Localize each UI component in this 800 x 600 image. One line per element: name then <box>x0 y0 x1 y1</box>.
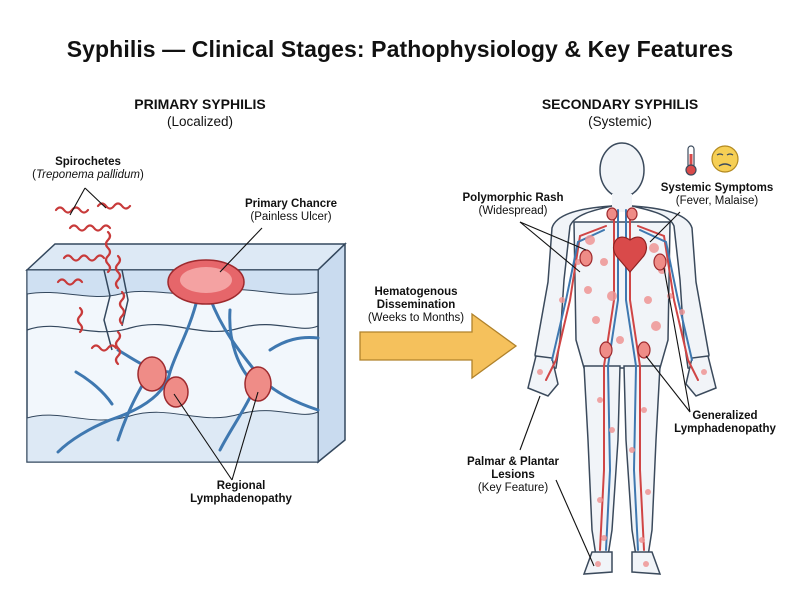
spirochetes-label: Spirochetes (Treponema pallidum) <box>18 156 158 182</box>
dissemination-line2: Dissemination <box>376 299 456 312</box>
regional-lymph-line2: Lymphadenopathy <box>190 493 292 506</box>
systemic-title: Systemic Symptoms <box>660 182 774 194</box>
generalized-lymph-line2: Lymphadenopathy <box>674 423 776 436</box>
regional-lymph-label: Regional Lymphadenopathy <box>176 480 306 506</box>
secondary-leader-lines <box>519 211 691 567</box>
thermometer-icon <box>685 145 697 176</box>
spirochetes-species-close: ) <box>139 169 144 182</box>
chancre-label: Primary Chancre (Painless Ulcer) <box>226 198 356 224</box>
primary-heading: PRIMARY SYPHILIS <box>134 96 266 112</box>
spirochetes-title: Spirochetes <box>55 156 121 168</box>
secondary-subheading: (Systemic) <box>588 114 652 129</box>
spirochetes <box>54 202 132 366</box>
rash-detail: (Widespread) <box>478 205 548 218</box>
generalized-lymph-label: Generalized Lymphadenopathy <box>660 410 790 436</box>
chancre-title: Primary Chancre <box>244 198 338 210</box>
primary-leader-lines <box>69 187 263 481</box>
spirochetes-species-open: ( <box>32 169 36 182</box>
palmar-line2: Lesions <box>491 469 535 482</box>
chancre-detail: (Painless Ulcer) <box>250 211 332 224</box>
rash-title: Polymorphic Rash <box>462 192 564 204</box>
palmar-detail: (Key Feature) <box>477 482 549 495</box>
spirochetes-species: Treponema pallidum <box>36 169 140 182</box>
generalized-lymph-line1: Generalized <box>692 410 758 422</box>
systemic-vessels <box>545 209 699 551</box>
dissemination-label: Hematogenous Dissemination (Weeks to Mon… <box>356 286 476 326</box>
page-title: Syphilis — Clinical Stages: Pathophysiol… <box>66 36 734 62</box>
dissemination-line3: (Weeks to Months) <box>367 312 465 325</box>
human-figure <box>527 142 717 575</box>
generalized-lymph-nodes <box>579 207 667 359</box>
primary-subheading: (Localized) <box>166 114 234 129</box>
systemic-label: Systemic Symptoms (Fever, Malaise) <box>652 182 782 208</box>
dissemination-line1: Hematogenous <box>374 286 458 298</box>
primary-chancre-lesion <box>167 259 245 305</box>
rash-label: Polymorphic Rash (Widespread) <box>448 192 578 218</box>
regional-lymph-nodes <box>137 356 272 408</box>
systemic-detail: (Fever, Malaise) <box>675 195 759 208</box>
dissemination-arrow <box>359 312 518 380</box>
heart <box>613 236 647 273</box>
palmar-plantar-label: Palmar & Plantar Lesions (Key Feature) <box>448 456 578 496</box>
sick-face-icon <box>711 145 739 173</box>
palmar-line1: Palmar & Plantar <box>466 456 560 468</box>
rash-spots <box>537 235 707 567</box>
regional-lymph-line1: Regional <box>216 480 266 492</box>
secondary-heading: SECONDARY SYPHILIS <box>541 96 699 112</box>
